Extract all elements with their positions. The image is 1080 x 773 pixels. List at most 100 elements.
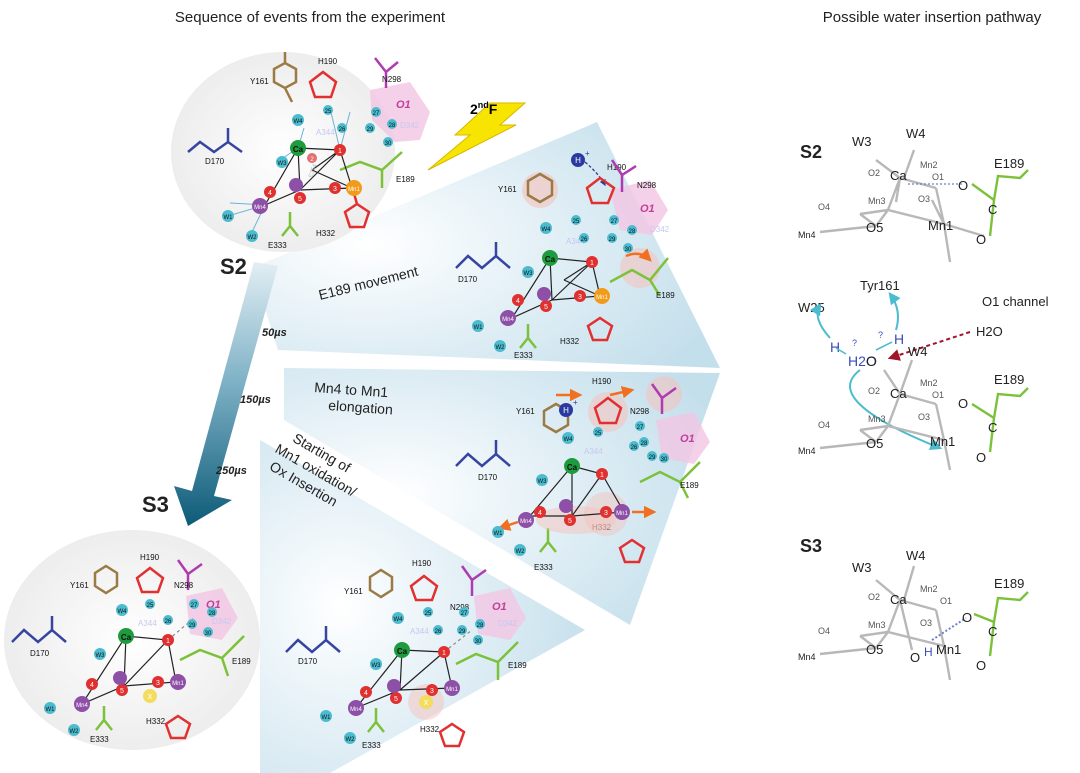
left-header: Sequence of events from the experiment — [175, 9, 446, 26]
fan3-a344: A344 — [410, 627, 429, 636]
pw-s3-ca: Ca — [890, 592, 907, 607]
pw-s2-mn2: Mn2 — [920, 160, 938, 170]
s2-y161-label: Y161 — [250, 77, 269, 86]
pw-s2-c: C — [988, 202, 997, 217]
pw-mid-h-right: H — [894, 331, 904, 347]
pw-mid-o1-channel: O1 channel — [982, 294, 1049, 309]
s2-w27: 27 — [373, 111, 380, 117]
pw-s2-mn4: Mn4 — [798, 230, 816, 240]
pw-s2-o2: O2 — [868, 168, 880, 178]
fan3-h190: H190 — [412, 559, 432, 568]
fan1-w25: 25 — [573, 219, 580, 225]
fan2-o4: 4 — [538, 510, 542, 517]
pw-s3-mn3: Mn3 — [868, 620, 886, 630]
pathway-s2: S2 W3 W4 E189 Ca Mn2 O1 O2 O3 Mn3 O4 Mn4… — [798, 126, 1029, 263]
fan1-a344: A344 — [566, 237, 585, 246]
step2-label-line2: elongation — [328, 397, 394, 417]
fan2-w30: 30 — [661, 457, 668, 463]
pw-mid-o-top: O — [958, 396, 968, 411]
s2-w4: W4 — [294, 119, 304, 125]
pw-mid-o: O — [866, 353, 877, 369]
s3-o4: 4 — [90, 682, 94, 689]
fan1-w4: W4 — [542, 227, 552, 233]
s3-h332: H332 — [146, 717, 166, 726]
fan3-mn1: Mn1 — [446, 687, 458, 693]
pw-s3-mn2: Mn2 — [920, 584, 938, 594]
s3-w26: 26 — [165, 619, 172, 625]
fan2-e189: E189 — [680, 481, 699, 490]
pw-mid-mn1: Mn1 — [930, 434, 955, 449]
fan1-n298: N298 — [637, 181, 657, 190]
pw-s2-e189: E189 — [994, 156, 1024, 171]
pw-mid-mn3: Mn3 — [868, 414, 886, 424]
fan2-o3: 3 — [604, 510, 608, 517]
fan3-o1: 1 — [442, 650, 446, 657]
pw-s3-w3: W3 — [852, 560, 872, 575]
s3-w25: 25 — [147, 603, 154, 609]
pw-mid-q-right: ? — [878, 330, 883, 340]
s2-w28: 28 — [389, 123, 396, 129]
s2-o5-atom: 5 — [298, 196, 302, 203]
s3-structure: O1 Y161 H190 N298 D170 E189 H332 E333 Ca… — [4, 530, 260, 750]
s2-e333-label: E333 — [268, 241, 287, 250]
pw-mid-o3: O3 — [918, 412, 930, 422]
s2-o4-atom: 4 — [268, 190, 272, 197]
fan2-o5: 5 — [568, 518, 572, 525]
s2-w2: W2 — [248, 235, 258, 241]
fan3-w28: 28 — [477, 623, 484, 629]
pw-s2-o1: O1 — [932, 172, 944, 182]
pw-s2-o-top: O — [958, 178, 968, 193]
fan2-y161: Y161 — [516, 407, 535, 416]
fan3-e189: E189 — [508, 661, 527, 670]
s2-o1-atom: 1 — [338, 148, 342, 155]
pw-mid-o2: O2 — [868, 386, 880, 396]
s2-h190-label: H190 — [318, 57, 338, 66]
flash-label: 2ndF — [470, 100, 498, 117]
step2-label-line1: Mn4 to Mn1 — [314, 379, 389, 400]
s3-h190: H190 — [140, 553, 160, 562]
fan3-w26: 26 — [435, 629, 442, 635]
fan1-e189: E189 — [656, 291, 675, 300]
pw-mid-e189: E189 — [994, 372, 1024, 387]
pw-s2-mn1: Mn1 — [928, 218, 953, 233]
pw-s3-e189: E189 — [994, 576, 1024, 591]
pw-mid-tyr161: Tyr161 — [860, 278, 900, 293]
s2-w1: W1 — [224, 215, 234, 221]
fan2-o1: 1 — [600, 472, 604, 479]
fan3-h332: H332 — [420, 725, 440, 734]
fan2-n298: N298 — [630, 407, 650, 416]
fan1-mn1: Mn1 — [596, 295, 608, 301]
s2-mn4-atom: Mn4 — [254, 205, 266, 211]
fan1-proton: H — [575, 156, 581, 165]
fan1-w2: W2 — [496, 345, 506, 351]
fan1-e333: E333 — [514, 351, 533, 360]
fan-sector-3 — [260, 440, 585, 773]
pw-mid-o1: O1 — [932, 390, 944, 400]
fan3-w1: W1 — [322, 715, 332, 721]
s3-w27: 27 — [191, 603, 198, 609]
fan1-y161: Y161 — [498, 185, 517, 194]
s3-w29: 29 — [189, 623, 196, 629]
fan3-e333: E333 — [362, 741, 381, 750]
pw-s3-mn1: Mn1 — [936, 642, 961, 657]
time-150us: 150µs — [240, 394, 271, 406]
fan3-w2: W2 — [346, 737, 356, 743]
s3-w28: 28 — [209, 611, 216, 617]
fan2-mn4: Mn4 — [520, 519, 532, 525]
fan1-ca: Ca — [545, 255, 556, 264]
s2-e354-label: E354 — [308, 163, 319, 179]
fan2-w28: 28 — [641, 441, 648, 447]
fan2-d170: D170 — [478, 473, 498, 482]
pw-s2-o-bottom: O — [976, 232, 986, 247]
s2-w30: 30 — [385, 141, 392, 147]
pw-mid-h2o: H2O — [848, 353, 877, 369]
fan2-w3: W3 — [538, 479, 548, 485]
fan1-w27: 27 — [611, 219, 618, 225]
fan3-w4: W4 — [394, 617, 404, 623]
s2-a344-label: A344 — [316, 128, 335, 137]
s3-d170: D170 — [30, 649, 50, 658]
fan1-w30: 30 — [625, 247, 632, 253]
fan2-structure: O1 Y161 H + H190 N298 D170 E189 H332 E33… — [455, 376, 710, 572]
s2-o1-label: O1 — [396, 99, 411, 111]
pw-mid-o-bottom: O — [976, 450, 986, 465]
